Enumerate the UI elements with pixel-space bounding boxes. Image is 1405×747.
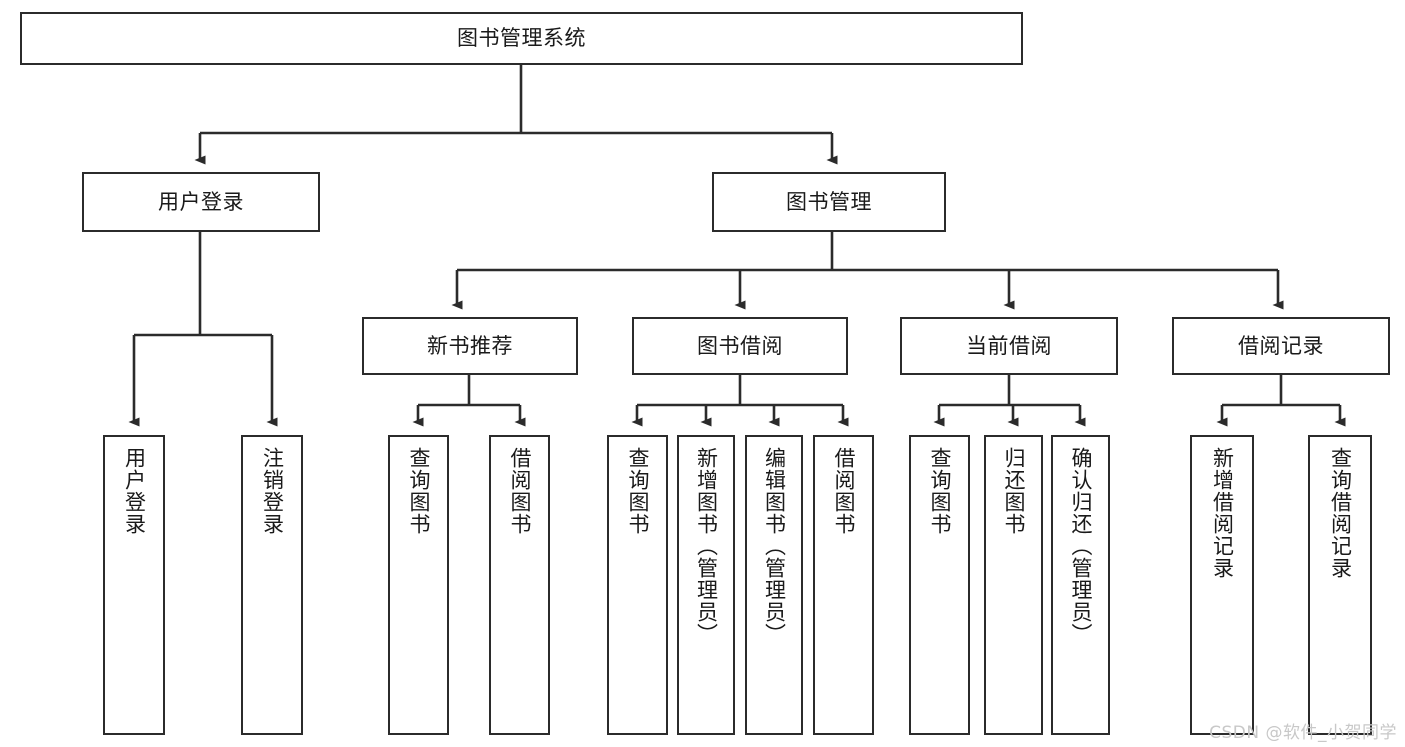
leaf-borrow-book-1-label: 借阅图书: [508, 447, 532, 535]
leaf-borrow-book-2-label: 借阅图书: [832, 447, 856, 535]
leaf-logout[interactable]: 注销登录: [241, 435, 303, 735]
node-root[interactable]: 图书管理系统: [20, 12, 1023, 65]
leaf-return-book[interactable]: 归还图书: [984, 435, 1043, 735]
node-book-borrow[interactable]: 图书借阅: [632, 317, 848, 375]
leaf-borrow-book-2[interactable]: 借阅图书: [813, 435, 874, 735]
leaf-user-login-label: 用户登录: [122, 447, 147, 535]
leaf-query-record[interactable]: 查询借阅记录: [1308, 435, 1372, 735]
leaf-add-book-label: 新增图书（管理员）: [694, 447, 719, 645]
leaf-query-record-label: 查询借阅记录: [1328, 447, 1353, 579]
leaf-query-book-3-label: 查询图书: [928, 447, 952, 535]
leaf-borrow-book-1[interactable]: 借阅图书: [489, 435, 550, 735]
leaf-return-book-label: 归还图书: [1002, 447, 1026, 535]
node-borrow-record[interactable]: 借阅记录: [1172, 317, 1390, 375]
node-current-borrow-label: 当前借阅: [966, 333, 1052, 358]
leaf-query-book-2[interactable]: 查询图书: [607, 435, 668, 735]
node-borrow-record-label: 借阅记录: [1238, 333, 1324, 358]
leaf-user-login[interactable]: 用户登录: [103, 435, 165, 735]
node-book-borrow-label: 图书借阅: [697, 333, 783, 358]
leaf-add-book[interactable]: 新增图书（管理员）: [677, 435, 735, 735]
leaf-query-book-3[interactable]: 查询图书: [909, 435, 970, 735]
leaf-edit-book-label: 编辑图书（管理员）: [762, 447, 787, 645]
leaf-confirm-return[interactable]: 确认归还（管理员）: [1051, 435, 1110, 735]
node-root-label: 图书管理系统: [457, 26, 586, 51]
node-current-borrow[interactable]: 当前借阅: [900, 317, 1118, 375]
leaf-add-record-label: 新增借阅记录: [1210, 447, 1235, 579]
node-book-manage-label: 图书管理: [786, 189, 872, 214]
node-user-login-label: 用户登录: [158, 189, 244, 214]
leaf-confirm-return-label: 确认归还（管理员）: [1069, 447, 1093, 645]
leaf-add-record[interactable]: 新增借阅记录: [1190, 435, 1254, 735]
node-new-book-recommend-label: 新书推荐: [427, 333, 513, 358]
leaf-edit-book[interactable]: 编辑图书（管理员）: [745, 435, 803, 735]
leaf-logout-label: 注销登录: [260, 447, 285, 535]
leaf-query-book-1[interactable]: 查询图书: [388, 435, 449, 735]
node-user-login[interactable]: 用户登录: [82, 172, 320, 232]
csdn-watermark: CSDN @软件_小贺同学: [1209, 723, 1397, 743]
leaf-query-book-2-label: 查询图书: [626, 447, 650, 535]
leaf-query-book-1-label: 查询图书: [407, 447, 431, 535]
node-book-manage[interactable]: 图书管理: [712, 172, 946, 232]
node-new-book-recommend[interactable]: 新书推荐: [362, 317, 578, 375]
